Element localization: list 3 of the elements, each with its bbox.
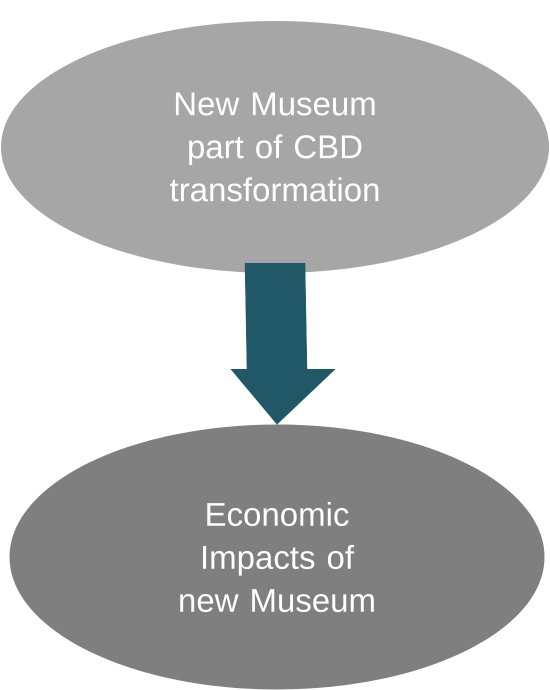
block-arrow: [230, 262, 336, 425]
ellipse-node: Economic Impacts of new Museum: [10, 424, 544, 690]
ellipse-node: New Museum part of CBD transformation: [1, 21, 549, 273]
